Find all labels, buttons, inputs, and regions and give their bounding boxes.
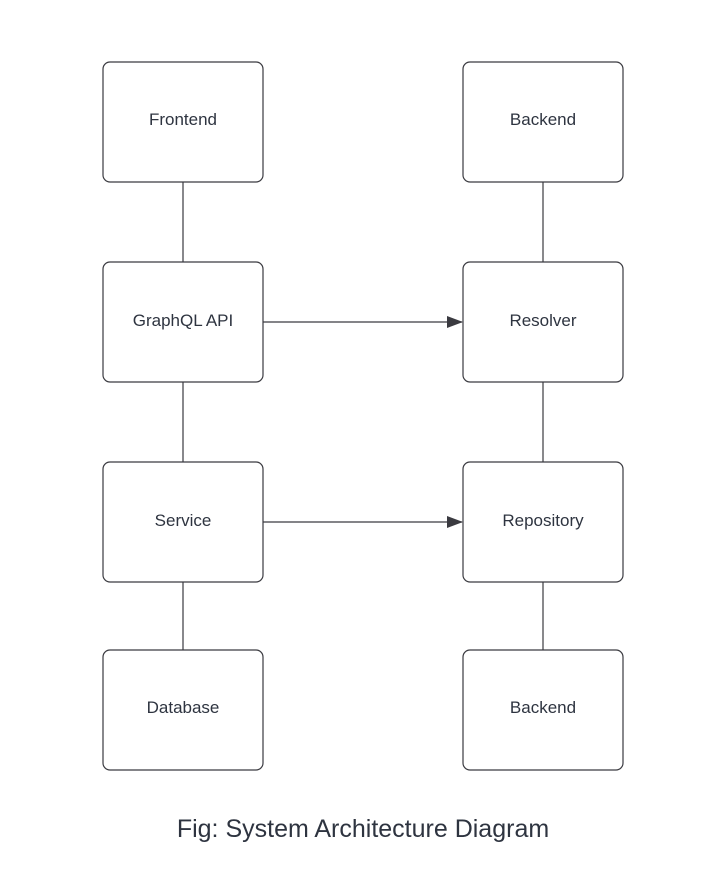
figure-caption: Fig: System Architecture Diagram bbox=[177, 815, 549, 843]
node-backend-bottom[interactable]: Backend bbox=[462, 649, 624, 771]
node-service-label: Service bbox=[155, 511, 212, 530]
node-frontend[interactable]: Frontend bbox=[102, 61, 264, 183]
node-repository[interactable]: Repository bbox=[462, 461, 624, 583]
node-database-label: Database bbox=[147, 698, 220, 717]
node-backend-top-label: Backend bbox=[510, 110, 576, 129]
node-backend-bottom-label: Backend bbox=[510, 698, 576, 717]
node-graphql-api-label: GraphQL API bbox=[133, 311, 233, 330]
node-repository-label: Repository bbox=[502, 511, 584, 530]
node-frontend-label: Frontend bbox=[149, 110, 217, 129]
node-resolver-label: Resolver bbox=[509, 311, 576, 330]
node-database[interactable]: Database bbox=[102, 649, 264, 771]
node-backend-top[interactable]: Backend bbox=[462, 61, 624, 183]
node-graphql-api[interactable]: GraphQL API bbox=[102, 261, 264, 383]
node-service[interactable]: Service bbox=[102, 461, 264, 583]
node-resolver[interactable]: Resolver bbox=[462, 261, 624, 383]
